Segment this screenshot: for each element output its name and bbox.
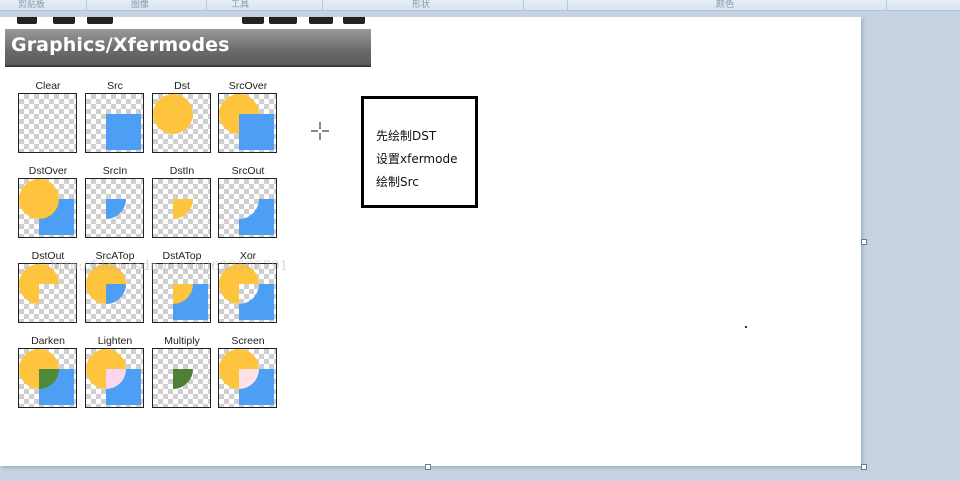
- xfermode-sample: [152, 263, 211, 323]
- xfermode-preview-graphic: [153, 94, 193, 134]
- ribbon-separator: [322, 0, 323, 10]
- xfermode-label: Lighten: [97, 335, 133, 347]
- ribbon-group-tools[interactable]: 工具: [231, 0, 250, 10]
- battery-icon: [309, 17, 333, 24]
- xfermode-preview-graphic: [173, 199, 193, 219]
- xfermode-preview-graphic: [173, 369, 193, 389]
- xfermode-label: Screen: [231, 335, 265, 347]
- app-title: Graphics/Xfermodes: [11, 34, 230, 56]
- xfermode-label: DstATop: [162, 250, 202, 262]
- ribbon-group-image[interactable]: 图像: [131, 0, 150, 10]
- note-line-1: 先绘制DST: [376, 129, 437, 143]
- stray-pixel: [745, 326, 747, 328]
- xfermode-preview-graphic: [19, 264, 59, 304]
- xfermode-label: DstOut: [31, 250, 65, 262]
- android-status-bar: [5, 17, 371, 29]
- ribbon-separator: [206, 0, 207, 10]
- xfermode-sample: [18, 93, 77, 153]
- xfermode-sample: [218, 178, 277, 238]
- xfermode-label: Multiply: [164, 335, 200, 347]
- note-line-2: 设置xfermode: [376, 152, 458, 166]
- xfermode-preview-graphic: [173, 284, 208, 320]
- ribbon-separator: [567, 0, 568, 10]
- xfermode-preview-graphic: [86, 349, 141, 405]
- resize-handle-right[interactable]: [861, 239, 867, 245]
- xfermode-label: DstOver: [28, 165, 68, 177]
- note-textbox[interactable]: 先绘制DST 设置xfermode 绘制Src: [361, 96, 478, 208]
- xfermode-label: SrcATop: [95, 250, 135, 262]
- crosshair-cursor-icon: [311, 122, 329, 140]
- xfermode-sample: [218, 263, 277, 323]
- xfermode-sample: [218, 93, 277, 153]
- xfermode-label: SrcIn: [102, 165, 128, 177]
- xfermode-sample: [85, 178, 144, 238]
- xfermode-sample: [218, 348, 277, 408]
- notification-icon: [17, 17, 37, 24]
- xfermode-preview-graphic: [106, 114, 141, 150]
- ribbon-separator: [523, 0, 524, 10]
- xfermode-sample: [152, 348, 211, 408]
- xfermode-label: Dst: [174, 80, 190, 92]
- xfermode-preview-graphic: [86, 264, 126, 304]
- action-bar: Graphics/Xfermodes: [5, 29, 371, 67]
- xfermode-sample: [152, 93, 211, 153]
- xfermode-sample: [85, 348, 144, 408]
- xfermode-label: SrcOver: [228, 80, 268, 92]
- xfermode-label: SrcOut: [231, 165, 265, 177]
- xfermode-preview-graphic: [19, 349, 74, 405]
- ribbon-group-colors[interactable]: 颜色: [716, 0, 735, 10]
- ribbon-group-clipboard[interactable]: 剪贴板: [18, 0, 46, 10]
- xfermode-label: Darken: [31, 335, 65, 347]
- xfermode-preview-graphic: [19, 179, 74, 235]
- xfermode-sample: [18, 348, 77, 408]
- xfermode-sample: [85, 263, 144, 323]
- xfermode-label: Clear: [35, 80, 61, 92]
- xfermode-label: Src: [107, 80, 123, 92]
- watermark: http://blog.csdn.net/lmj623565791: [50, 259, 289, 274]
- xfermode-preview-graphic: [219, 94, 274, 150]
- download-icon: [53, 17, 75, 24]
- warning-icon: [87, 17, 113, 24]
- xfermode-label: DstIn: [169, 165, 195, 177]
- ribbon-group-shapes[interactable]: 形状: [412, 0, 431, 10]
- xfermode-preview-graphic: [219, 264, 274, 320]
- ribbon-separator: [886, 0, 887, 10]
- resize-handle-corner[interactable]: [861, 464, 867, 470]
- xfermode-preview-graphic: [239, 199, 274, 235]
- ribbon-separator: [86, 0, 87, 10]
- xfermode-preview-graphic: [106, 199, 126, 219]
- xfermode-preview-graphic: [19, 94, 76, 152]
- network-icon: [242, 17, 264, 24]
- xfermode-sample: [18, 178, 77, 238]
- xfermode-preview-graphic: [219, 349, 274, 405]
- xfermode-sample: [152, 178, 211, 238]
- xfermode-sample: [18, 263, 77, 323]
- xfermode-label: Xor: [239, 250, 257, 262]
- bug-icon: [343, 17, 365, 24]
- signal-icon: [269, 17, 297, 24]
- ribbon-group-bar: 剪贴板 图像 工具 形状 颜色: [0, 0, 960, 11]
- xfermode-sample: [85, 93, 144, 153]
- note-line-3: 绘制Src: [376, 175, 419, 189]
- resize-handle-bottom[interactable]: [425, 464, 431, 470]
